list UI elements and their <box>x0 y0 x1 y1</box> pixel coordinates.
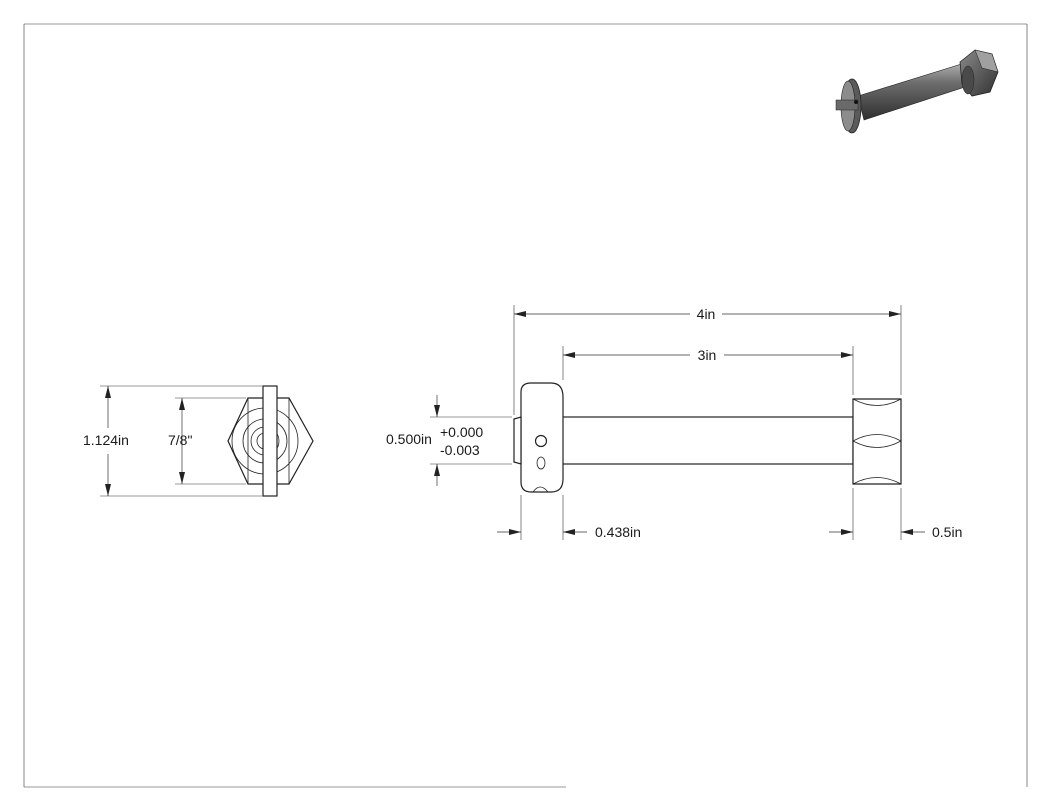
dim-overall-length: 4in <box>513 305 902 415</box>
overall-height-label: 1.124in <box>83 432 129 448</box>
end-view <box>227 385 314 497</box>
dim-head-thickness: 0.438in <box>497 495 641 540</box>
dim-pin-diameter: 0.500in +0.000 -0.003 <box>386 395 512 486</box>
tolerance-plus-label: +0.000 <box>440 424 483 440</box>
nut-thickness-label: 0.5in <box>932 524 962 540</box>
overall-length-label: 4in <box>697 306 716 322</box>
pin-diameter-label: 0.500in <box>386 431 432 447</box>
drawing-frame <box>23 23 1028 788</box>
isometric-preview <box>835 49 999 134</box>
side-view <box>513 382 902 493</box>
dim-shank-length: 3in <box>562 346 854 395</box>
head-thickness-label: 0.438in <box>595 524 641 540</box>
dim-nut-thickness: 0.5in <box>829 488 962 540</box>
shank-length-label: 3in <box>698 347 717 363</box>
hex-size-label: 7/8" <box>168 432 192 448</box>
tolerance-minus-label: -0.003 <box>440 442 480 458</box>
dim-overall-height: 1.124in <box>83 385 262 497</box>
dim-hex-size: 7/8" <box>168 397 246 485</box>
